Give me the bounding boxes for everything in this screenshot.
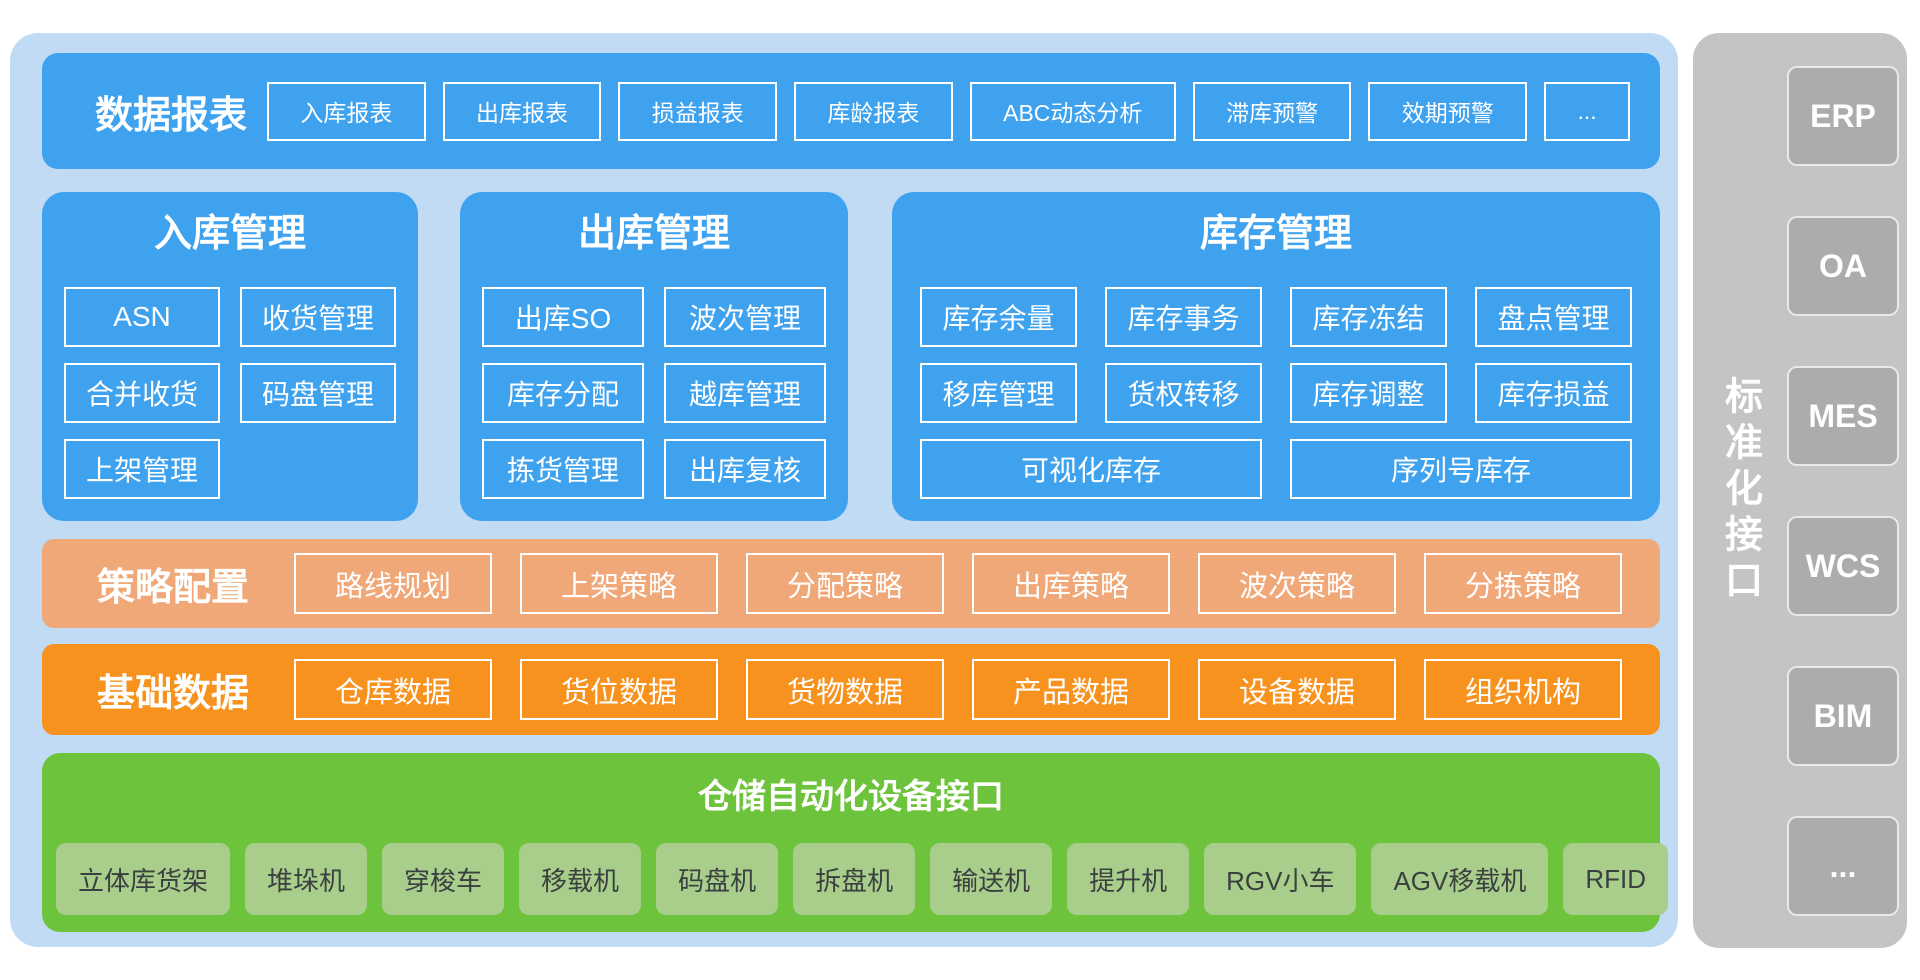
report-bar-title: 数据报表 — [95, 94, 248, 137]
module-box: 拣货管理 — [482, 439, 644, 499]
panel-title: 出库管理 — [577, 213, 730, 255]
basic-data-item: 产品数据 — [972, 659, 1171, 720]
strategy-item: 波次策略 — [1198, 553, 1397, 614]
strategy-config-bar: 策略配置 路线规划上架策略分配策略出库策略波次策略分拣策略 — [42, 539, 1660, 628]
basic-data-item: 货物数据 — [746, 659, 945, 720]
device-box: 拆盘机 — [793, 843, 916, 915]
device-box: 穿梭车 — [382, 843, 505, 915]
module-box: 移库管理 — [920, 363, 1077, 423]
strategy-item: 分配策略 — [746, 553, 945, 614]
module-box: 波次管理 — [664, 287, 826, 347]
outbound-module-grid: 出库SO 波次管理库存分配越库管理拣货管理出库复核 — [482, 287, 826, 499]
module-box: 货权转移 — [1105, 363, 1262, 423]
inventory-module-grid: 库存余量库存事务库存冻结盘点管理移库管理货权转移库存调整库存损益 — [920, 287, 1632, 423]
module-box: 库存余量 — [920, 287, 1077, 347]
panel-outbound-management: 出库管理 出库SO 波次管理库存分配越库管理拣货管理出库复核 — [460, 192, 848, 521]
report-item: 出库报表 — [442, 81, 602, 141]
report-item: 库龄报表 — [794, 81, 953, 141]
device-box: RFID — [1563, 843, 1669, 915]
standard-interface-panel: 标准化接口 ERP OA MES WCS BIM... — [1693, 33, 1907, 948]
inventory-wide-module-grid: 可视化库存序列号库存 — [920, 439, 1632, 499]
report-item: 滞库预警 — [1192, 81, 1352, 141]
report-item-list: 入库报表出库报表损益报表库龄报表 ABC动态分析滞库预警效期预警... — [267, 81, 1630, 141]
strategy-item: 上架策略 — [520, 553, 719, 614]
strategy-item: 路线规划 — [294, 553, 493, 614]
strategy-bar-title: 策略配置 — [97, 567, 250, 609]
interface-box-list: ERP OA MES WCS BIM... — [1787, 66, 1899, 948]
inbound-module-grid: ASN 收货管理合并收货码盘管理上架管理 — [64, 287, 396, 499]
interface-box: ERP — [1787, 66, 1899, 166]
module-box: 库存事务 — [1105, 287, 1262, 347]
report-item: ... — [1544, 81, 1630, 141]
report-item: 损益报表 — [618, 81, 778, 141]
module-box: ASN — [64, 287, 220, 347]
device-box: 码盘机 — [656, 843, 779, 915]
module-box: 出库SO — [482, 287, 644, 347]
module-box-wide: 可视化库存 — [920, 439, 1262, 499]
basic-bar-title: 基础数据 — [97, 673, 250, 715]
module-box: 库存损益 — [1475, 363, 1632, 423]
basic-data-item-list: 仓库数据货位数据货物数据产品数据设备数据组织机构 — [294, 659, 1623, 720]
basic-data-item: 仓库数据 — [294, 659, 493, 720]
interface-box: ... — [1787, 816, 1899, 916]
strategy-item: 出库策略 — [972, 553, 1171, 614]
device-box: 提升机 — [1067, 843, 1190, 915]
interface-box: MES — [1787, 366, 1899, 466]
interface-box: WCS — [1787, 516, 1899, 616]
module-box: 上架管理 — [64, 439, 220, 499]
module-box: 越库管理 — [664, 363, 826, 423]
report-item: 效期预警 — [1368, 81, 1528, 141]
interface-box: BIM — [1787, 666, 1899, 766]
module-box: 库存分配 — [482, 363, 644, 423]
report-bar: 数据报表 入库报表出库报表损益报表库龄报表 ABC动态分析滞库预警效期预警... — [42, 53, 1660, 169]
basic-data-item: 货位数据 — [520, 659, 719, 720]
module-box: 盘点管理 — [1475, 287, 1632, 347]
strategy-item: 分拣策略 — [1424, 553, 1623, 614]
device-box: 堆垛机 — [245, 843, 368, 915]
device-box: RGV小车 — [1204, 843, 1357, 915]
panel-title: 入库管理 — [153, 213, 306, 255]
module-box: 合并收货 — [64, 363, 220, 423]
automation-section-title: 仓储自动化设备接口 — [698, 778, 1004, 816]
device-box: 输送机 — [930, 843, 1053, 915]
report-item: 入库报表 — [267, 81, 426, 141]
standard-interface-label-wrap: 标准化接口 — [1693, 33, 1787, 948]
basic-data-item: 组织机构 — [1424, 659, 1623, 720]
module-box: 码盘管理 — [240, 363, 396, 423]
module-box: 出库复核 — [664, 439, 826, 499]
strategy-item-list: 路线规划上架策略分配策略出库策略波次策略分拣策略 — [294, 553, 1623, 614]
module-box: 收货管理 — [240, 287, 396, 347]
module-box: 库存调整 — [1290, 363, 1447, 423]
device-box: 移载机 — [519, 843, 642, 915]
module-box: 库存冻结 — [1290, 287, 1447, 347]
device-box: 立体库货架 — [56, 843, 231, 915]
panel-inbound-management: 入库管理 ASN 收货管理合并收货码盘管理上架管理 — [42, 192, 418, 521]
interface-box: OA — [1787, 216, 1899, 316]
report-item: ABC动态分析 — [969, 81, 1176, 141]
standard-interface-label: 标准化接口 — [1718, 375, 1761, 606]
panel-title: 库存管理 — [1199, 213, 1352, 255]
panel-inventory-management: 库存管理 库存余量库存事务库存冻结盘点管理移库管理货权转移库存调整库存损益 可视… — [892, 192, 1660, 521]
module-box-wide: 序列号库存 — [1290, 439, 1632, 499]
basic-data-item: 设备数据 — [1198, 659, 1397, 720]
basic-data-bar: 基础数据 仓库数据货位数据货物数据产品数据设备数据组织机构 — [42, 644, 1660, 735]
device-box: AGV移载机 — [1371, 843, 1549, 915]
